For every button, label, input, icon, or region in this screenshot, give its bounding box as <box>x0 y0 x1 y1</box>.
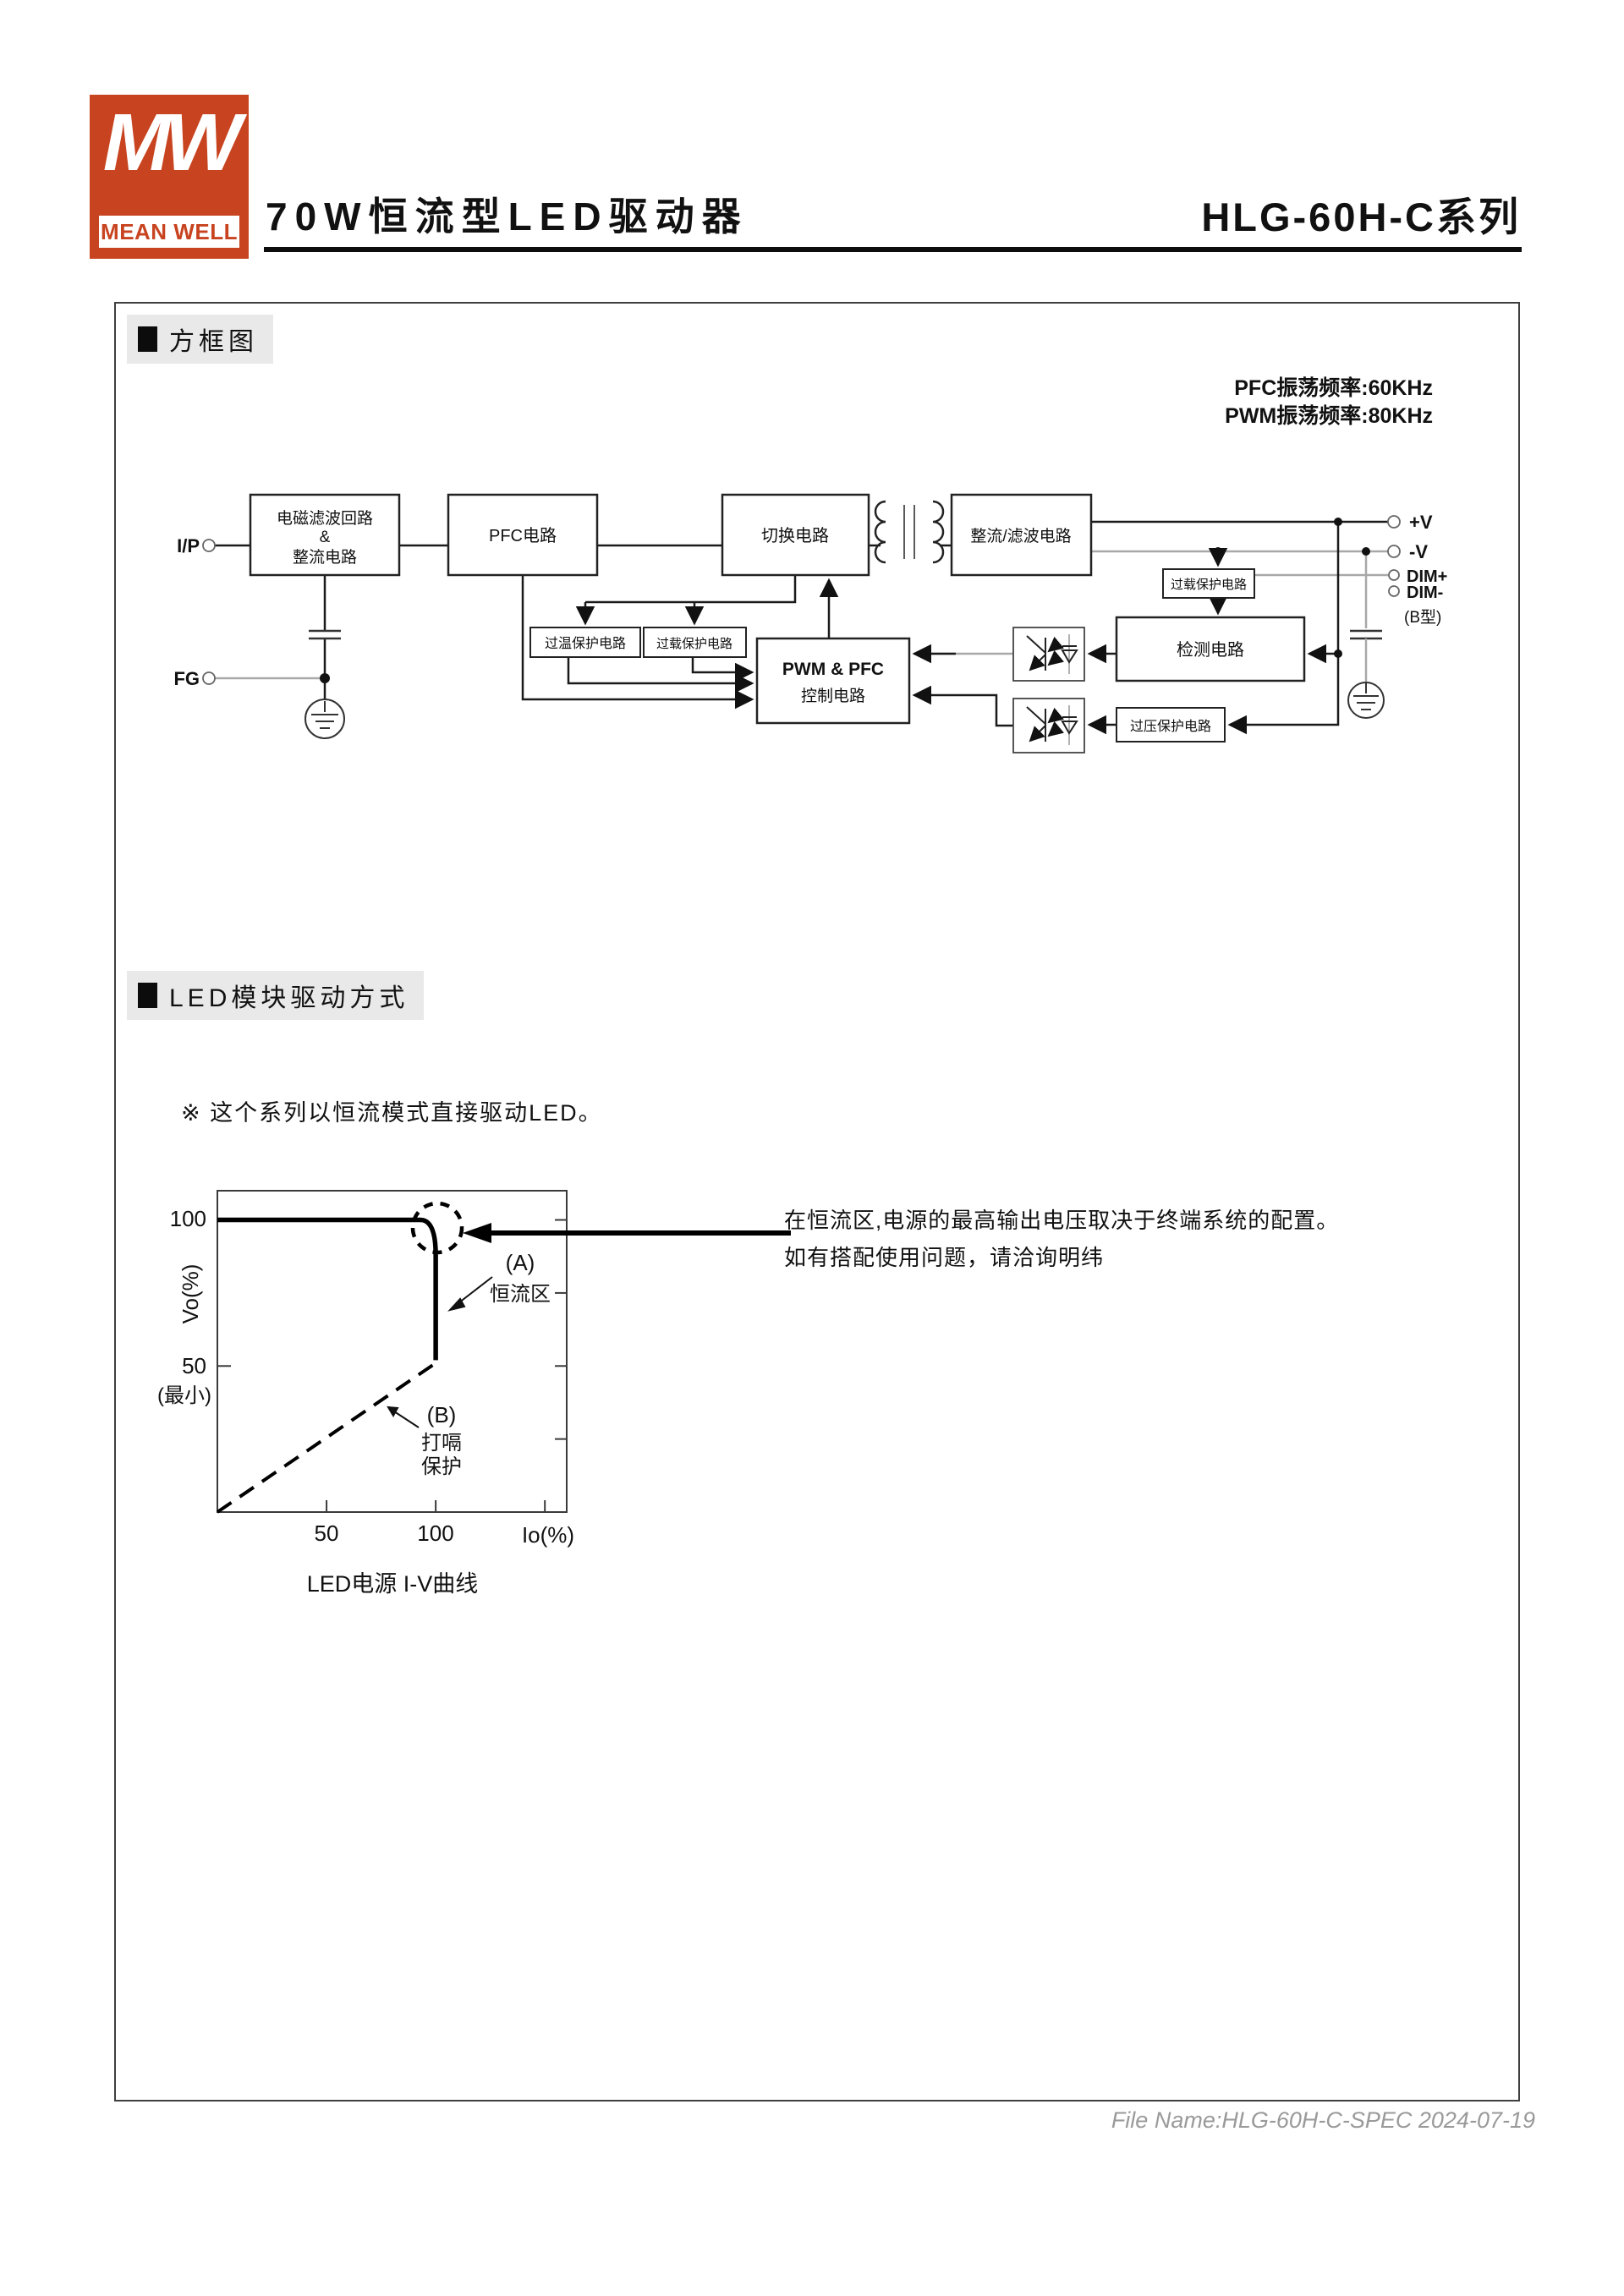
capacitor-symbols <box>309 629 1382 682</box>
section-block-diagram-header: 方框图 <box>127 315 273 364</box>
block-detection-label: 检测电路 <box>1177 640 1244 660</box>
y-ticks-right <box>555 1219 567 1440</box>
terminal-dim-plus: DIM+ <box>1407 567 1447 586</box>
ytick-50: 50 <box>182 1353 206 1378</box>
section-block-diagram-title: 方框图 <box>169 328 258 356</box>
cc-description-line1: 在恒流区,电源的最高输出电压取决于终端系统的配置。 <box>784 1208 1339 1233</box>
terminal-ip: I/P <box>177 535 200 556</box>
block-olp-label: 过载保护电路 <box>656 637 732 651</box>
terminal-v-minus: -V <box>1409 541 1428 562</box>
earth-ground-icon <box>304 682 1385 739</box>
logo-brand-text: MEAN WELL <box>101 218 238 244</box>
led-drive-note: ※ 这个系列以恒流模式直接驱动LED。 <box>181 1100 603 1126</box>
xtick-100: 100 <box>417 1521 453 1546</box>
page-title: 70W恒流型LED驱动器 <box>266 195 749 238</box>
terminal-circles <box>202 515 1401 685</box>
block-pwm-line1: PWM & PFC <box>782 660 884 679</box>
label-a: (A) <box>506 1250 535 1275</box>
oscillation-frequencies: PFC振荡频率:60KHz PWM振荡频率:80KHz <box>1225 375 1433 430</box>
diagram-blocks <box>249 493 1306 753</box>
ytick-100: 100 <box>170 1206 206 1231</box>
section-led-drive-title: LED模块驱动方式 <box>169 984 409 1012</box>
iv-curve-chart: Vo(%) 100 50 (最小) 50 100 Io(%) (A) 恒流区 (… <box>157 1190 1339 1597</box>
block-ovp-label: 过压保护电路 <box>1130 719 1211 734</box>
terminal-b-type: (B型) <box>1404 608 1441 627</box>
junction-dots <box>320 518 1370 683</box>
curve-hiccup <box>216 1362 437 1514</box>
block-switching-label: 切换电路 <box>761 526 829 545</box>
y-axis-title: Vo(%) <box>178 1264 203 1324</box>
chart-caption: LED电源 I-V曲线 <box>307 1571 479 1597</box>
x-axis-title: Io(%) <box>522 1522 574 1548</box>
meanwell-logo: MW MEAN WELL <box>90 95 249 259</box>
title-underline <box>264 247 1522 252</box>
block-emi-line1: 电磁滤波回路 <box>277 509 373 528</box>
block-diagram: 电磁滤波回路 & 整流电路 PFC电路 切换电路 整流/滤波电路 过载保护电路 … <box>173 493 1447 753</box>
pfc-frequency: PFC振荡频率:60KHz <box>1234 376 1433 400</box>
logo-strip: MEAN WELL <box>99 216 239 248</box>
section-marker-icon <box>138 326 157 352</box>
label-a-text: 恒流区 <box>490 1283 551 1306</box>
content-frame <box>114 302 1520 2101</box>
corner-highlight-circle <box>410 1201 464 1255</box>
file-info: File Name:HLG-60H-C-SPEC 2024-07-19 <box>1111 2107 1535 2133</box>
x-ticks <box>326 1500 546 1512</box>
block-pfc-label: PFC电路 <box>489 526 557 545</box>
terminal-labels: I/P FG +V -V DIM+ DIM- (B型) <box>173 512 1447 689</box>
terminal-v-plus: +V <box>1409 512 1433 533</box>
diagram-wires <box>215 520 1388 735</box>
optocoupler-icon <box>1026 634 1078 745</box>
ytick-min: (最小) <box>157 1384 211 1407</box>
chart-labels: Vo(%) 100 50 (最小) 50 100 Io(%) (A) 恒流区 (… <box>157 1206 1339 1597</box>
block-pwm-line2: 控制电路 <box>801 687 865 705</box>
section-marker-icon <box>138 983 157 1008</box>
label-b: (B) <box>427 1402 457 1427</box>
label-b-text1: 打嗝 <box>421 1432 462 1455</box>
plot-frame <box>217 1190 568 1513</box>
y-ticks-left <box>217 1219 231 1367</box>
label-arrows <box>387 1276 493 1428</box>
block-olp-top-label: 过载保护电路 <box>1171 578 1247 592</box>
pwm-frequency: PWM振荡频率:80KHz <box>1225 404 1433 428</box>
block-emi-line3: 整流电路 <box>293 548 357 567</box>
section-led-drive-header: LED模块驱动方式 <box>127 971 425 1020</box>
block-otp-label: 过温保护电路 <box>545 636 626 651</box>
curve-cc <box>217 1217 438 1361</box>
block-rectifier-label: 整流/滤波电路 <box>970 527 1071 545</box>
xtick-50: 50 <box>315 1521 339 1546</box>
cc-description-line2: 如有搭配使用问题，请洽询明纬 <box>784 1245 1104 1270</box>
annotation-arrow <box>463 1223 791 1243</box>
label-b-text2: 保护 <box>421 1455 462 1478</box>
series-title: HLG-60H-C系列 <box>1201 195 1521 239</box>
transformer-icon <box>874 500 945 564</box>
block-labels: 电磁滤波回路 & 整流电路 PFC电路 切换电路 整流/滤波电路 过载保护电路 … <box>277 509 1247 734</box>
logo-mw-letters: MW <box>102 97 242 188</box>
terminal-fg: FG <box>173 668 200 689</box>
block-emi-line2: & <box>320 529 331 546</box>
terminal-dim-minus: DIM- <box>1407 584 1443 602</box>
